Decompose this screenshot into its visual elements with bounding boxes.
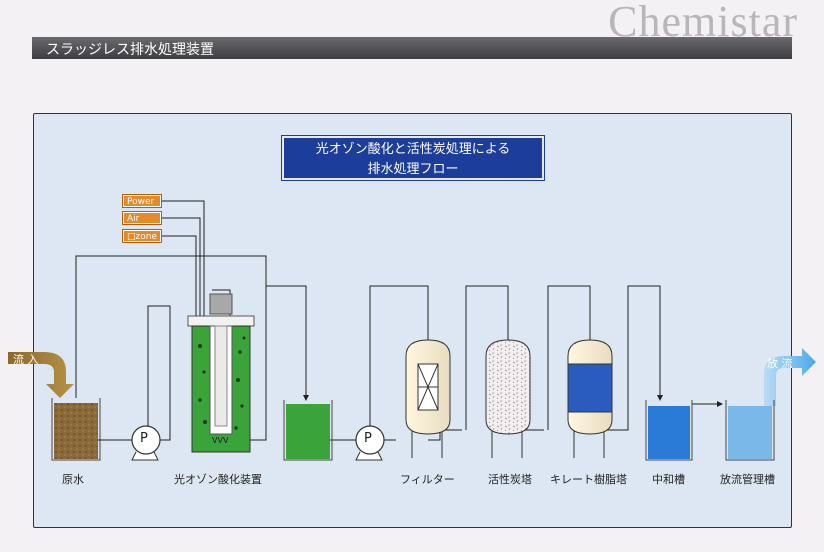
page-title: スラッジレス排水処理装置 bbox=[46, 42, 214, 58]
outflow-label: 放 流 bbox=[767, 357, 793, 370]
carbon-tower-label: 活性炭塔 bbox=[488, 473, 532, 486]
air-tag: Air bbox=[122, 211, 162, 225]
reactor-outlet-liquid bbox=[286, 404, 330, 459]
inflow-label: 流 入 bbox=[13, 353, 39, 366]
flow-title-box: 光オゾン酸化と活性炭処理による 排水処理フロー bbox=[282, 136, 544, 180]
raw-water-liquid bbox=[54, 403, 98, 459]
pump-2 bbox=[355, 425, 385, 461]
carbon-tower-vessel bbox=[485, 339, 531, 458]
chelate-tower-label: キレート樹脂塔 bbox=[550, 473, 627, 486]
neutralization-label: 中和槽 bbox=[652, 473, 685, 486]
outflow-arrow bbox=[764, 348, 816, 406]
flow-title-line1: 光オゾン酸化と活性炭処理による bbox=[315, 142, 511, 157]
ozone-reactor-label: 光オゾン酸化装置 bbox=[174, 473, 262, 486]
pump-1-label: P bbox=[140, 431, 148, 446]
filter-vessel bbox=[405, 339, 451, 458]
discharge-tank-label: 放流管理槽 bbox=[720, 473, 775, 486]
header-bar: スラッジレス排水処理装置 bbox=[32, 37, 792, 59]
filter-label: フィルター bbox=[400, 473, 455, 486]
discharge-liquid bbox=[728, 406, 772, 459]
pump-2-label: P bbox=[364, 431, 372, 446]
raw-water-label: 原水 bbox=[62, 473, 84, 486]
ozone-tag: □zone bbox=[122, 229, 162, 243]
chelate-tower-vessel bbox=[567, 339, 613, 458]
pump-1 bbox=[131, 425, 161, 461]
power-tag: Power bbox=[122, 194, 162, 208]
uv-mark: VVV bbox=[212, 436, 229, 445]
flow-title-line2: 排水処理フロー bbox=[367, 162, 459, 177]
neutralization-liquid bbox=[648, 406, 690, 459]
inflow-arrow bbox=[8, 352, 74, 398]
ozone-reactor bbox=[187, 293, 255, 453]
